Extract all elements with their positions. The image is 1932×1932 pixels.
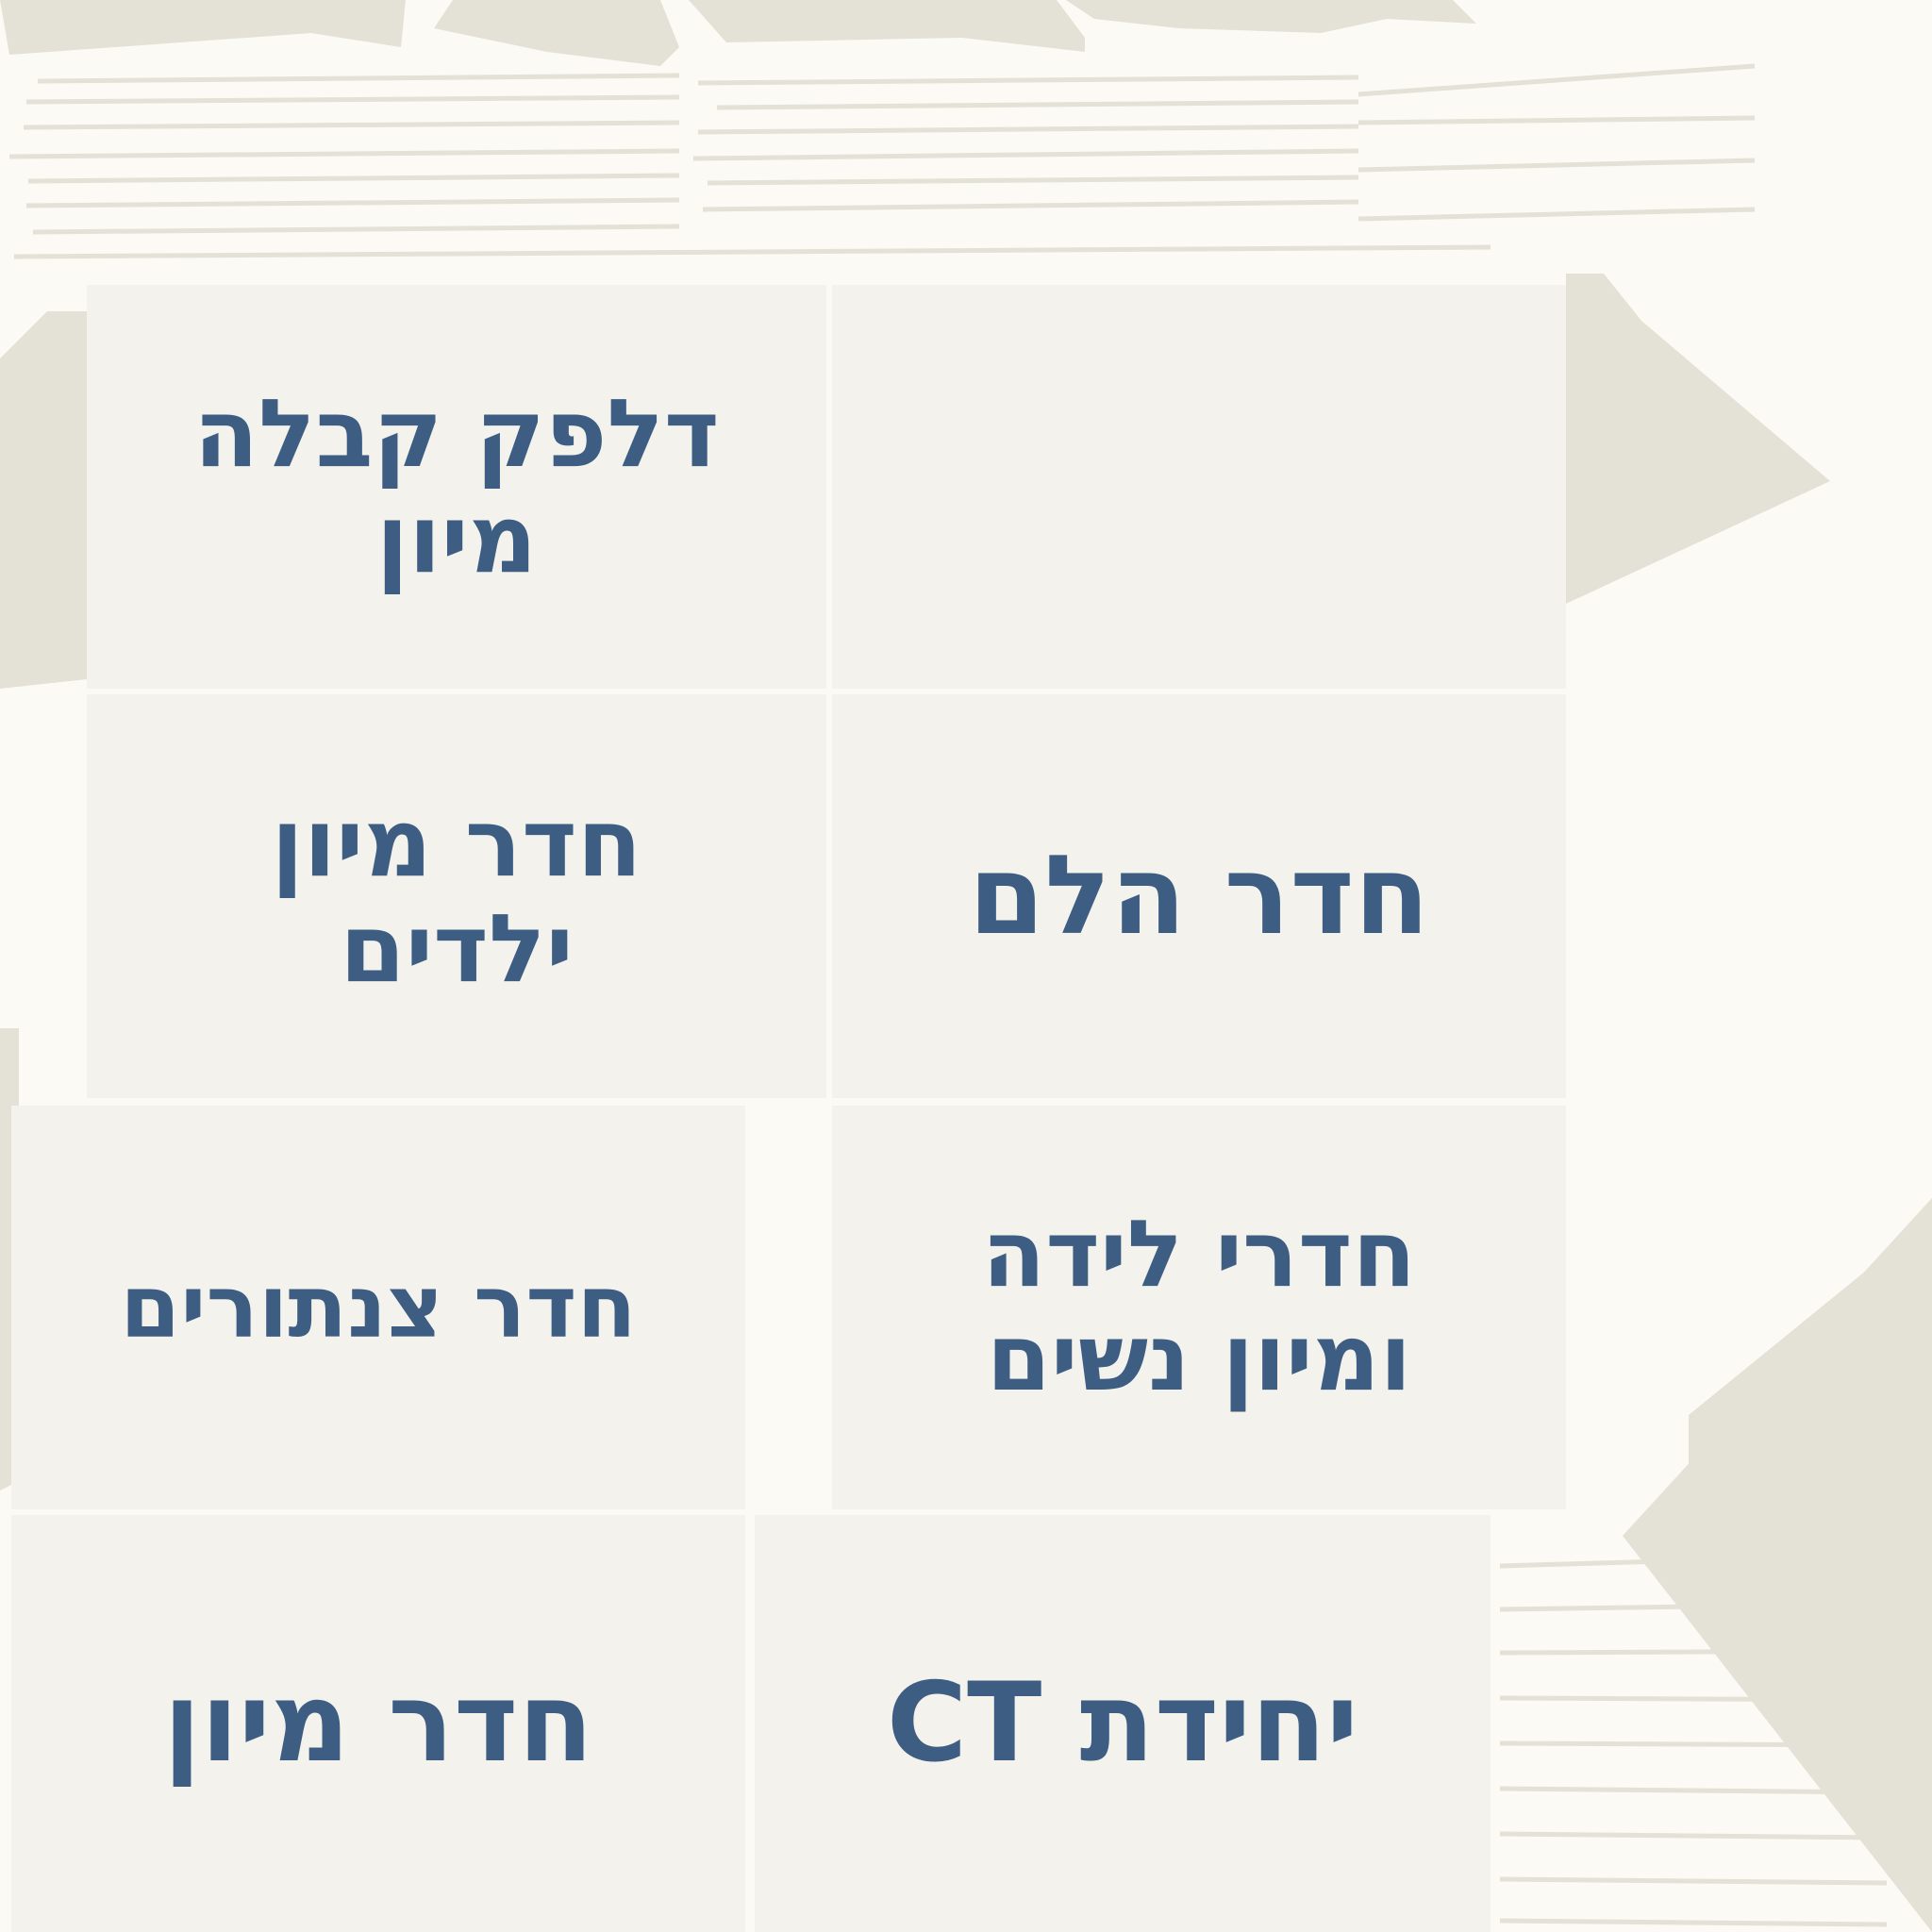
room-empty <box>832 285 1566 689</box>
room-label-catheterization: חדר צנתורים <box>120 1257 637 1358</box>
room-trauma[interactable]: חדר הלם <box>832 694 1566 1098</box>
room-ct-unit[interactable]: יחידת CT <box>755 1515 1491 1932</box>
room-labor-and-womens-er[interactable]: חדרי לידה ומיון נשים <box>832 1106 1566 1509</box>
room-label-labor-and-womens-er: חדרי לידה ומיון נשים <box>982 1201 1416 1412</box>
room-label-ct-unit: יחידת CT <box>886 1659 1359 1788</box>
room-label-trauma: חדר הלם <box>968 832 1430 960</box>
room-catheterization[interactable]: חדר צנתורים <box>11 1106 745 1509</box>
room-reception-desk[interactable]: דלפק קבלה מיון <box>87 285 826 689</box>
room-label-pediatric-er: חדר מיון ילדים <box>271 788 642 1004</box>
room-label-er: חדר מיון <box>163 1659 593 1788</box>
room-pediatric-er[interactable]: חדר מיון ילדים <box>87 694 826 1098</box>
room-er[interactable]: חדר מיון <box>11 1515 745 1932</box>
room-label-reception-desk: דלפק קבלה מיון <box>193 378 720 594</box>
